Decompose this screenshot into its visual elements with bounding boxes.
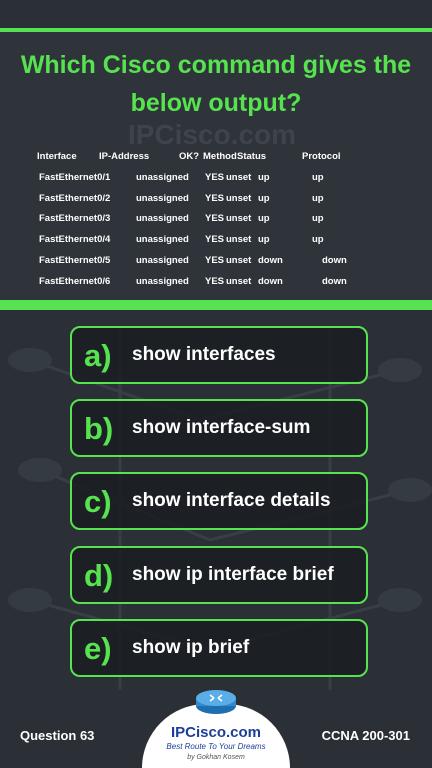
cell-method: unset [226,254,252,266]
cell-ip-address: unassigned [136,192,189,204]
cell-method: unset [226,275,252,287]
mid-accent-line [0,300,432,310]
option-b-button[interactable]: b) show interface-sum [70,399,368,457]
table-row: FastEthernet0/6 unassigned YES unset dow… [24,273,416,294]
table-row: FastEthernet0/2 unassigned YES unset up … [24,190,416,211]
cell-interface: FastEthernet0/5 [39,254,111,266]
cell-interface: FastEthernet0/1 [39,171,111,183]
cell-ok: YES [205,213,225,225]
output-header-row: Interface IP-Address OK? Method Status P… [24,148,416,169]
cell-protocol: down [322,275,347,287]
cell-protocol: up [312,192,324,204]
cell-status: down [258,254,283,266]
question-panel [0,32,432,300]
cell-interface: FastEthernet0/3 [39,213,111,225]
question-number: Question 63 [20,728,95,743]
option-e-button[interactable]: e) show ip brief [70,619,368,677]
cell-ip-address: unassigned [136,234,189,246]
cell-status: up [258,213,270,225]
header-method: Method [203,151,237,162]
option-c-button[interactable]: c) show interface details [70,472,368,530]
header-ip-address: IP-Address [99,151,150,162]
option-letter: b) [84,411,114,446]
exam-label: CCNA 200-301 [321,728,410,743]
cell-interface: FastEthernet0/6 [39,275,111,287]
header-status: Status [237,151,267,162]
cell-ok: YES [205,234,225,246]
cell-protocol: up [312,234,324,246]
ipcisco-logo: IPCisco.com Best Route To Your Dreams by… [142,686,290,768]
option-text: show ip interface brief [132,564,334,585]
cell-ok: YES [205,254,225,266]
cell-method: unset [226,213,252,225]
option-letter: e) [84,631,112,666]
cell-ip-address: unassigned [136,275,189,287]
cell-status: down [258,275,283,287]
cell-ok: YES [205,275,225,287]
watermark-text: IPCisco.com [128,119,296,150]
cell-ip-address: unassigned [136,254,189,266]
option-text: show interface details [132,490,331,511]
option-text: show interfaces [132,344,276,365]
cell-interface: FastEthernet0/4 [39,234,111,246]
logo-slogan: Best Route To Your Dreams [166,742,266,751]
option-letter: c) [84,484,112,519]
option-letter: a) [84,338,112,373]
header-interface: Interface [37,151,77,162]
command-output-table: Interface IP-Address OK? Method Status P… [24,148,416,294]
option-d-button[interactable]: d) show ip interface brief [70,546,368,604]
router-icon [196,690,236,714]
cell-method: unset [226,192,252,204]
option-text: show interface-sum [132,417,311,438]
question-title: Which Cisco command gives the below outp… [20,51,412,117]
option-letter: d) [84,558,114,593]
cell-protocol: up [312,213,324,225]
cell-ok: YES [205,171,225,183]
table-row: FastEthernet0/1 unassigned YES unset up … [24,169,416,190]
table-row: FastEthernet0/4 unassigned YES unset up … [24,231,416,252]
cell-protocol: up [312,171,324,183]
top-accent-line [0,28,432,32]
cell-method: unset [226,171,252,183]
watermark-logo: IPCisco.com [128,119,296,150]
cell-status: up [258,171,270,183]
cell-method: unset [226,234,252,246]
option-text: show ip brief [132,637,250,658]
header-ok: OK? [179,151,200,162]
cell-ip-address: unassigned [136,213,189,225]
option-a-button[interactable]: a) show interfaces [70,326,368,384]
cell-ip-address: unassigned [136,171,189,183]
header-protocol: Protocol [302,151,341,162]
table-row: FastEthernet0/5 unassigned YES unset dow… [24,252,416,273]
cell-ok: YES [205,192,225,204]
logo-author: by Gokhan Kosem [187,754,245,761]
logo-name: IPCisco.com [170,724,262,741]
cell-protocol: down [322,254,347,266]
cell-interface: FastEthernet0/2 [39,192,111,204]
cell-status: up [258,192,270,204]
table-row: FastEthernet0/3 unassigned YES unset up … [24,210,416,231]
cell-status: up [258,234,270,246]
